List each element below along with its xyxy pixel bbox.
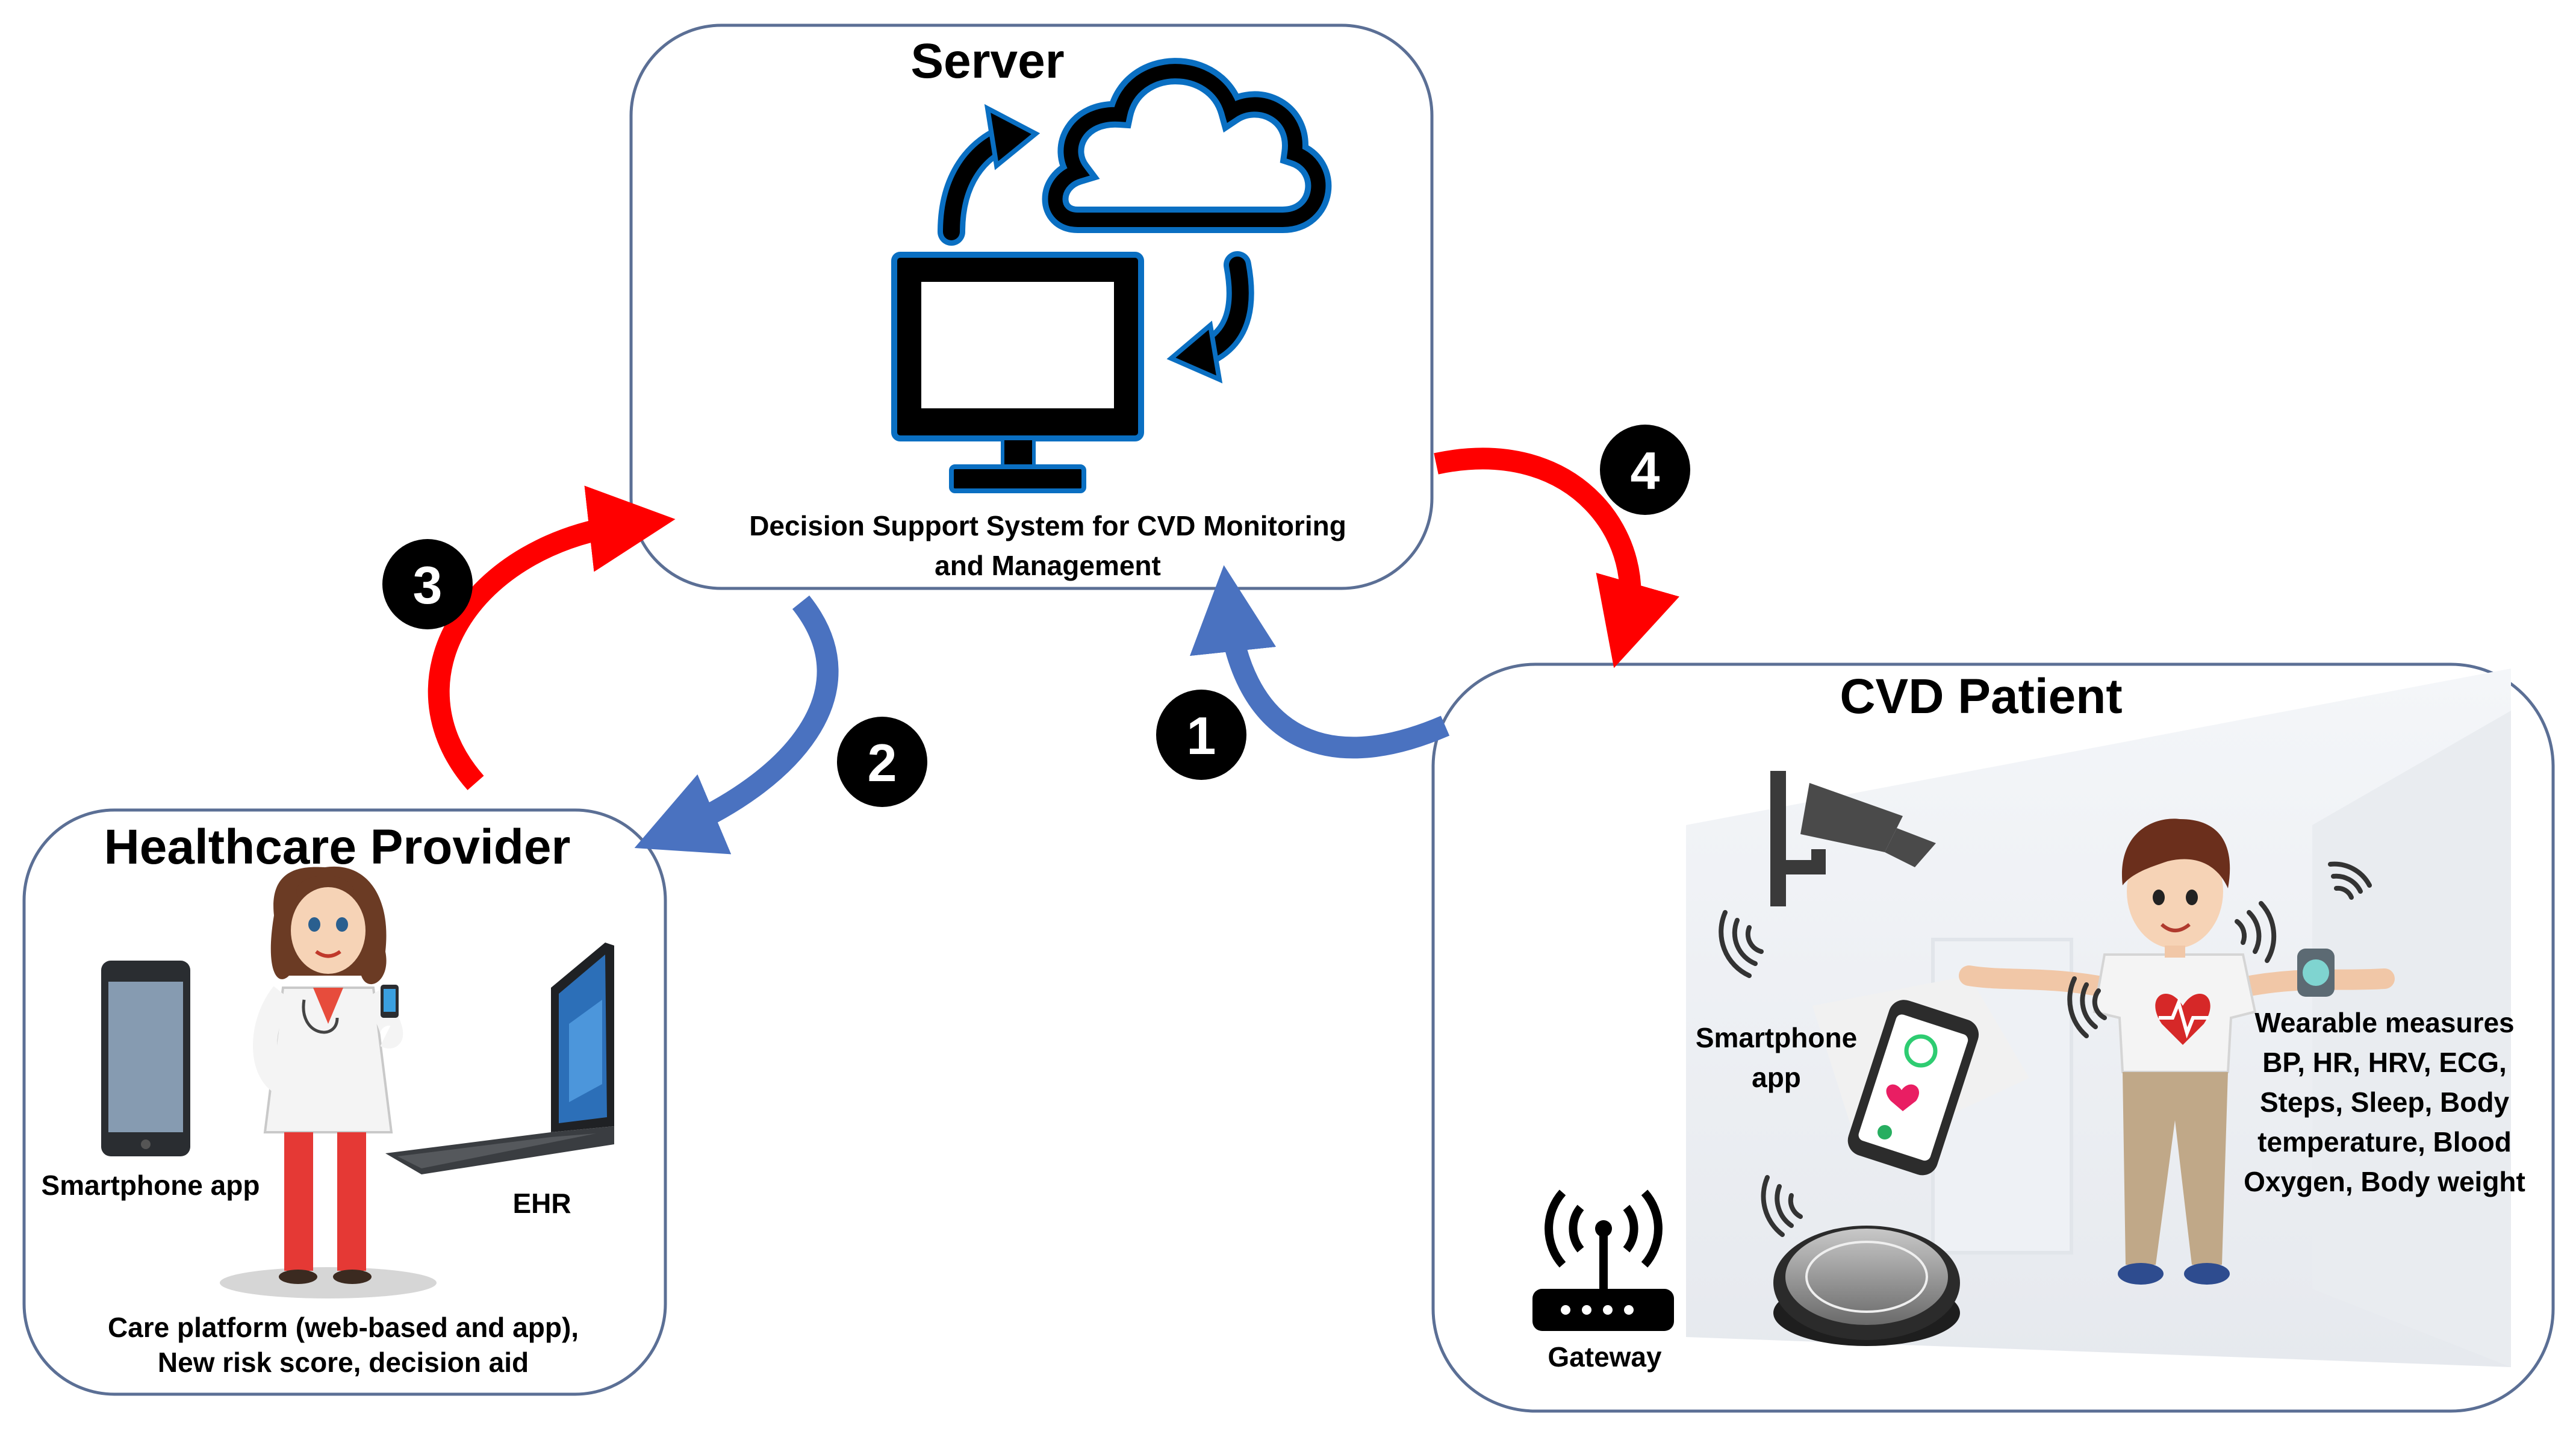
svg-text:3: 3 <box>413 555 443 615</box>
person-icon <box>1959 818 2395 1285</box>
provider-smartphone-label: Smartphone app <box>41 1170 260 1201</box>
provider-caption: Care platform (web-based and app), New r… <box>107 1312 579 1378</box>
svg-text:1: 1 <box>1187 706 1216 765</box>
wearable-heading: Wearable measures <box>2254 1007 2515 1038</box>
flow-arrow-2 <box>634 595 839 855</box>
step-badge-1: 1 <box>1156 690 1246 780</box>
phone-icon <box>1812 976 2029 1176</box>
server-caption: Decision Support System for CVD Monitori… <box>749 510 1346 581</box>
patient-title: CVD Patient <box>1840 669 2123 724</box>
patient-smartphone-label: Smartphone app <box>1695 1022 1858 1093</box>
step-badge-4: 4 <box>1600 425 1690 515</box>
phone-icon <box>101 961 190 1156</box>
heart-icon <box>1886 1084 1920 1111</box>
flow-arrow-1 <box>1189 565 1450 759</box>
patient-gateway-label: Gateway <box>1548 1341 1662 1373</box>
flow-arrow-3 <box>428 485 676 790</box>
doctor-icon <box>220 866 437 1298</box>
step-badge-2: 2 <box>837 717 927 807</box>
svg-text:4: 4 <box>1631 441 1660 500</box>
provider-ehr-label: EHR <box>512 1188 571 1219</box>
router-icon <box>1532 1189 1674 1331</box>
svg-text:2: 2 <box>868 733 897 793</box>
camera-icon <box>1770 771 1936 906</box>
provider-title: Healthcare Provider <box>104 820 571 874</box>
monitor-icon <box>891 252 1144 493</box>
laptop-icon <box>385 943 614 1174</box>
step-badge-3: 3 <box>382 539 473 629</box>
wearable-measures: BP, HR, HRV, ECG, Steps, Sleep, Body tem… <box>2244 1047 2525 1197</box>
scale-icon <box>1773 1226 1960 1346</box>
cloud-sync-icon <box>938 58 1332 384</box>
flow-arrow-4 <box>1434 447 1679 669</box>
wifi-icon <box>1719 861 2372 1237</box>
server-title: Server <box>910 34 1065 89</box>
